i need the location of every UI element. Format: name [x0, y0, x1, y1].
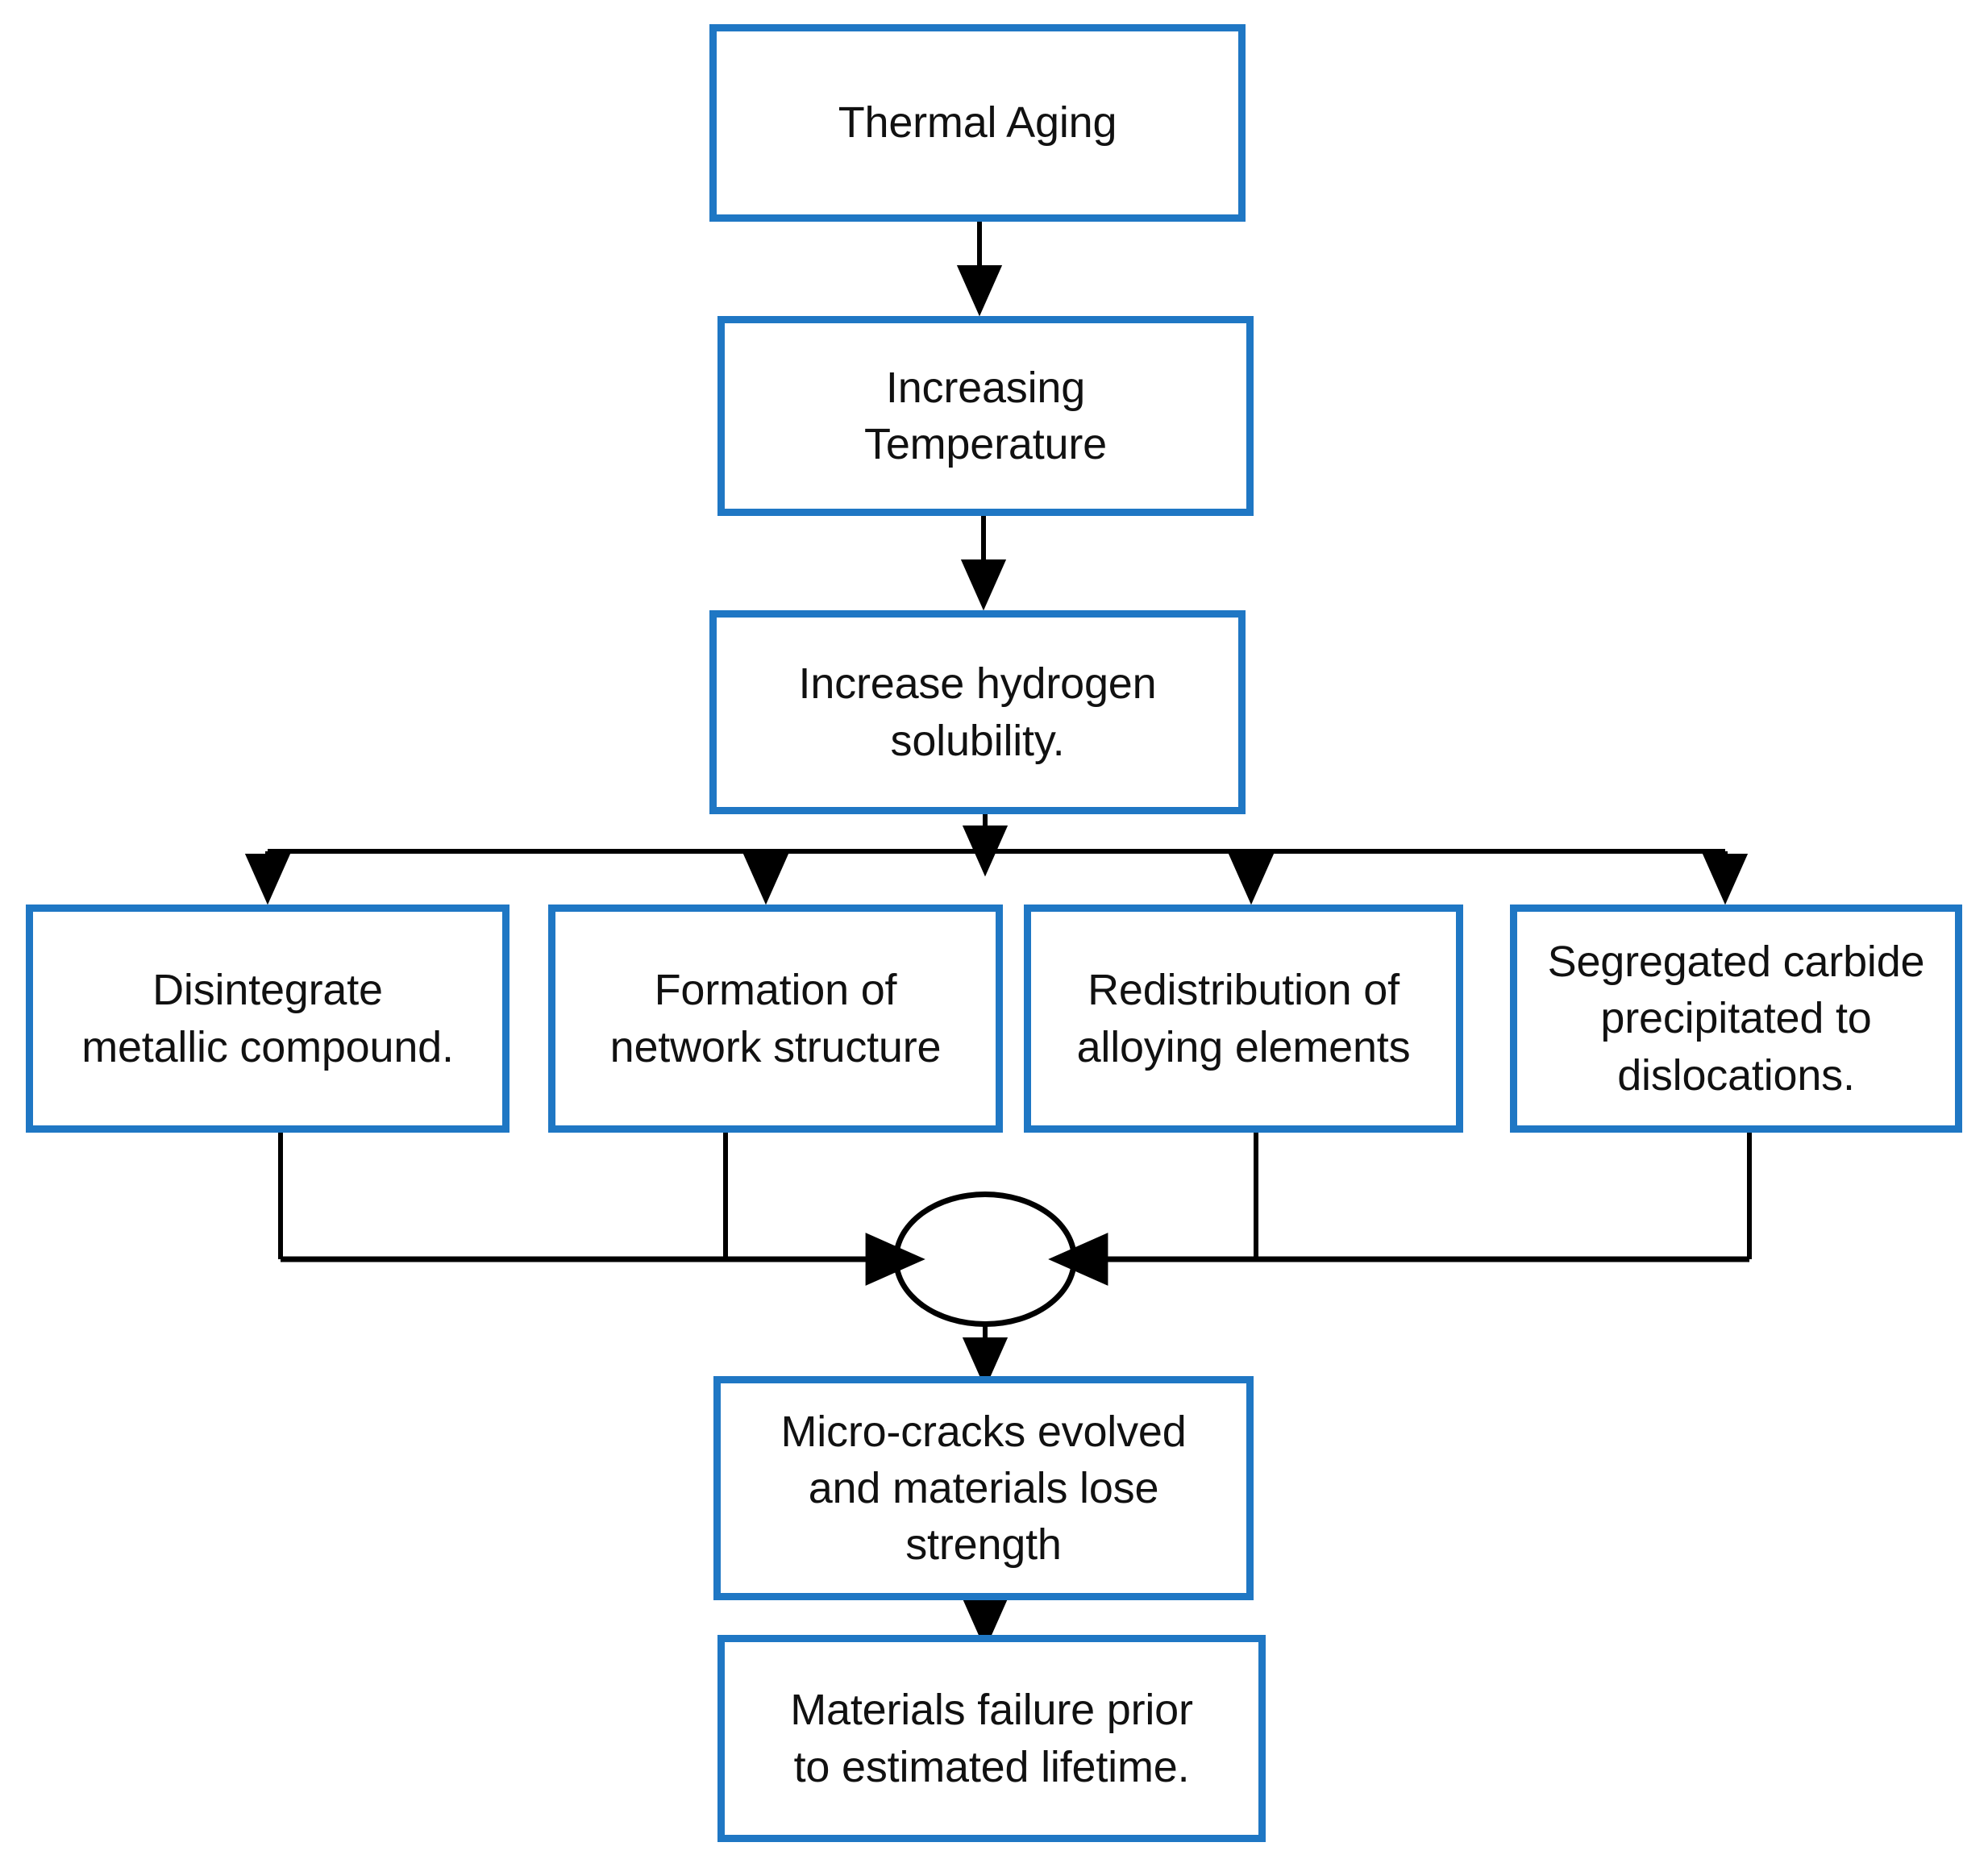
node-increasing-temperature[interactable]: Increasing Temperature: [717, 316, 1254, 516]
node-materials-failure[interactable]: Materials failure prior to estimated lif…: [717, 1635, 1266, 1842]
node-formation-of-network-structure[interactable]: Formation of network structure: [548, 905, 1003, 1133]
node-micro-cracks-evolved-label: Micro-cracks evolved and materials lose …: [780, 1407, 1187, 1570]
node-disintegrate-metallic-compound[interactable]: Disintegrate metallic compound.: [26, 905, 509, 1133]
node-segregated-carbide-precipitated[interactable]: Segregated carbide precipitated to dislo…: [1510, 905, 1962, 1133]
node-thermal-aging[interactable]: Thermal Aging: [709, 24, 1246, 222]
node-increasing-temperature-label: Increasing Temperature: [864, 363, 1107, 468]
node-materials-failure-label: Materials failure prior to estimated lif…: [790, 1686, 1193, 1791]
node-increase-hydrogen-solubility[interactable]: Increase hydrogen solubility.: [709, 610, 1246, 814]
node-formation-of-network-structure-label: Formation of network structure: [609, 966, 942, 1071]
node-thermal-aging-label: Thermal Aging: [838, 98, 1117, 148]
node-disintegrate-metallic-compound-label: Disintegrate metallic compound.: [81, 966, 454, 1071]
node-segregated-carbide-precipitated-label: Segregated carbide precipitated to dislo…: [1547, 938, 1925, 1100]
node-redistribution-of-alloying-elements[interactable]: Redistribution of alloying elements: [1024, 905, 1463, 1133]
node-redistribution-of-alloying-elements-label: Redistribution of alloying elements: [1076, 966, 1411, 1071]
node-increase-hydrogen-solubility-label: Increase hydrogen solubility.: [798, 659, 1157, 765]
edge-increase-hydrogen-branch-bus: [268, 814, 1725, 877]
node-merge-junction[interactable]: [893, 1192, 1077, 1327]
node-micro-cracks-evolved[interactable]: Micro-cracks evolved and materials lose …: [713, 1376, 1254, 1600]
